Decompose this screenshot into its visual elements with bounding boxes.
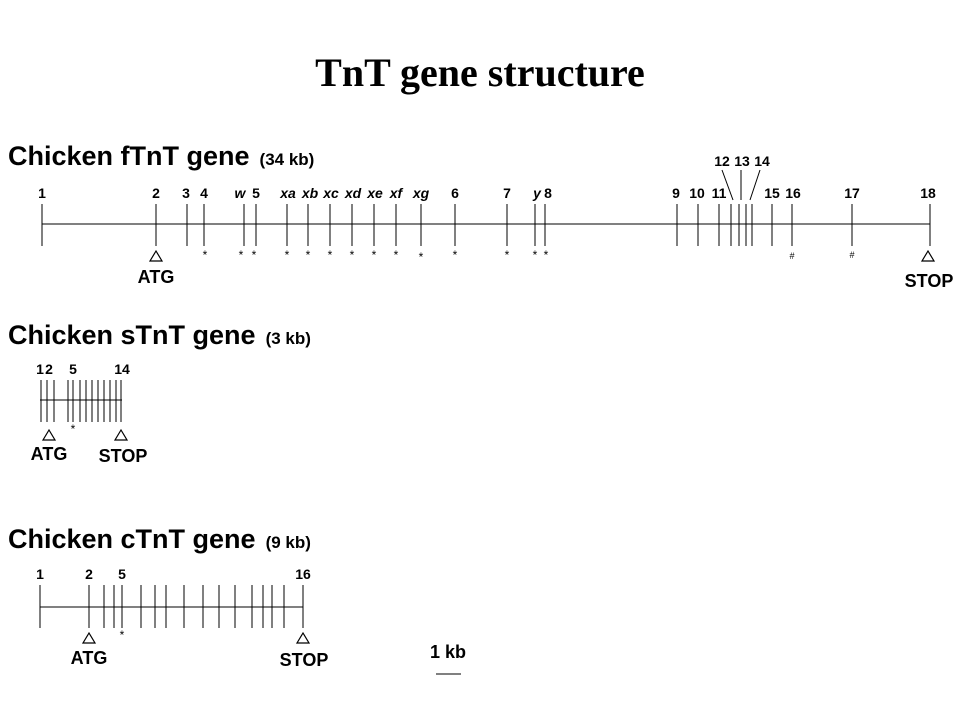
ftnt-hashes: # # xyxy=(789,250,854,261)
ftnt-label-12: 12 xyxy=(714,153,730,169)
ftnt-star: * xyxy=(533,248,538,262)
ftnt-label-4: 4 xyxy=(200,185,208,201)
ftnt-label-xb: xb xyxy=(301,185,319,201)
stnt-label-5: 5 xyxy=(69,361,77,377)
ftnt-label-17: 17 xyxy=(844,185,860,201)
ftnt-hash: # xyxy=(789,251,794,261)
ftnt-label-w: w xyxy=(235,185,247,201)
ftnt-stop-triangle xyxy=(920,249,936,262)
ftnt-label-14: 14 xyxy=(754,153,770,169)
ftnt-label-1: 1 xyxy=(38,185,46,201)
ctnt-exon-labels: 1 2 5 16 xyxy=(36,566,311,582)
ctnt-exon-ticks xyxy=(39,585,304,628)
ftnt-label-3: 3 xyxy=(182,185,190,201)
ctnt-stop-triangle xyxy=(295,631,311,644)
ftnt-size: (34 kb) xyxy=(260,150,315,169)
ftnt-label-y: y xyxy=(532,185,542,201)
ftnt-label-10: 10 xyxy=(689,185,705,201)
ftnt-star: * xyxy=(306,248,311,262)
ftnt-star: * xyxy=(419,250,424,264)
stnt-atg-triangle xyxy=(41,428,57,441)
ftnt-leader-12 xyxy=(721,169,734,201)
ctnt-gene: Chicken cTnT gene (9 kb) 1 2 xyxy=(8,524,328,670)
ftnt-label-xc: xc xyxy=(322,185,339,201)
ctnt-size: (9 kb) xyxy=(266,533,311,552)
ftnt-exon-labels: 1 2 3 4 w 5 xa xb xc xd xe xf xg 6 7 y 8… xyxy=(38,153,936,201)
ftnt-star: * xyxy=(328,248,333,262)
ftnt-star: * xyxy=(544,248,549,262)
ftnt-star: * xyxy=(252,248,257,262)
ctnt-stop-label: STOP xyxy=(280,650,329,670)
ftnt-star: * xyxy=(505,248,510,262)
ftnt-exon-ticks xyxy=(41,169,931,246)
ftnt-label-15: 15 xyxy=(764,185,780,201)
ftnt-star: * xyxy=(453,248,458,262)
ftnt-hash: # xyxy=(849,250,854,260)
stnt-star: * xyxy=(71,422,76,436)
ctnt-atg-triangle xyxy=(81,631,97,644)
ftnt-label-xe: xe xyxy=(366,185,383,201)
ctnt-heading: Chicken cTnT gene (9 kb) xyxy=(8,524,311,554)
ctnt-label-2: 2 xyxy=(85,566,93,582)
page-title: TnT gene structure xyxy=(315,50,645,95)
stnt-exon-labels: 1 2 5 14 xyxy=(36,361,130,377)
ctnt-name: Chicken cTnT gene xyxy=(8,524,256,554)
ftnt-atg-label: ATG xyxy=(138,267,175,287)
ftnt-name: Chicken fTnT gene xyxy=(8,141,250,171)
ftnt-stars: * * * * * * * * * * * * * * xyxy=(203,248,549,264)
ftnt-star: * xyxy=(239,248,244,262)
stnt-label-1: 1 xyxy=(36,361,44,377)
ctnt-star: * xyxy=(120,628,125,642)
ftnt-atg-triangle xyxy=(148,249,164,262)
ctnt-label-5: 5 xyxy=(118,566,126,582)
ctnt-label-1: 1 xyxy=(36,566,44,582)
ctnt-label-16: 16 xyxy=(295,566,311,582)
scale-bar-label: 1 kb xyxy=(430,642,466,662)
ftnt-star: * xyxy=(372,248,377,262)
ftnt-label-xd: xd xyxy=(344,185,362,201)
ftnt-label-6: 6 xyxy=(451,185,459,201)
stnt-label-14: 14 xyxy=(114,361,130,377)
ftnt-label-5: 5 xyxy=(252,185,260,201)
stnt-atg-label: ATG xyxy=(31,444,68,464)
ftnt-label-9: 9 xyxy=(672,185,680,201)
ftnt-label-7: 7 xyxy=(503,185,511,201)
stnt-exon-ticks xyxy=(40,380,122,422)
stnt-stop-label: STOP xyxy=(99,446,148,466)
ftnt-label-2: 2 xyxy=(152,185,160,201)
ftnt-heading: Chicken fTnT gene (34 kb) xyxy=(8,141,314,171)
stnt-size: (3 kb) xyxy=(266,329,311,348)
ftnt-label-8: 8 xyxy=(544,185,552,201)
ftnt-label-18: 18 xyxy=(920,185,936,201)
stnt-label-2: 2 xyxy=(45,361,53,377)
stnt-heading: Chicken sTnT gene (3 kb) xyxy=(8,320,311,350)
stnt-gene: Chicken sTnT gene (3 kb) 1 2 5 14 * xyxy=(8,320,311,466)
ftnt-label-xa: xa xyxy=(279,185,296,201)
ftnt-stop-label: STOP xyxy=(905,271,954,291)
ctnt-atg-label: ATG xyxy=(71,648,108,668)
stnt-stop-triangle xyxy=(113,428,129,441)
stnt-name: Chicken sTnT gene xyxy=(8,320,256,350)
ftnt-label-11: 11 xyxy=(712,185,727,201)
ftnt-star: * xyxy=(285,248,290,262)
ftnt-star: * xyxy=(394,248,399,262)
ftnt-leader-14 xyxy=(749,169,761,201)
ftnt-gene: Chicken fTnT gene (34 kb) xyxy=(8,141,953,291)
ftnt-label-xf: xf xyxy=(389,185,404,201)
ftnt-label-xg: xg xyxy=(412,185,430,201)
ftnt-star: * xyxy=(203,248,208,262)
ftnt-label-13: 13 xyxy=(734,153,750,169)
ftnt-star: * xyxy=(350,248,355,262)
scale-bar: 1 kb xyxy=(430,642,466,675)
ftnt-label-16: 16 xyxy=(785,185,801,201)
